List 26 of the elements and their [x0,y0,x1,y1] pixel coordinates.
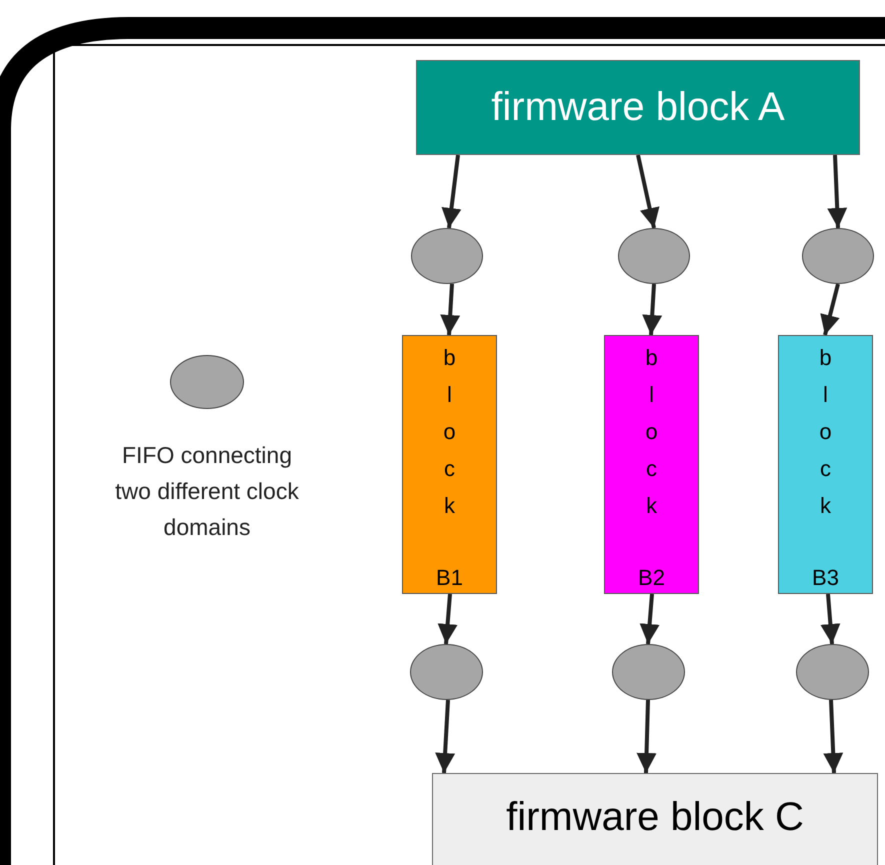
firmware-box [416,60,860,155]
block-id: B2 [637,565,666,591]
vertical-label: block [442,344,456,520]
vertical-label: block [644,344,658,520]
block-column [604,335,699,594]
arrow [827,154,848,228]
arrow [440,284,460,336]
vertical-label: block [818,344,832,520]
block-column [402,335,497,594]
arrow [823,700,844,774]
box-title: firmware block A [491,85,785,130]
arrow [435,700,456,774]
arrow [820,594,840,644]
block-column [778,335,873,594]
arrow [820,284,840,336]
arrow [438,594,458,644]
arrow [636,154,660,228]
arrow [636,700,657,774]
arrow [442,154,462,228]
legend-text: FIFO connecting two different clock domains [114,441,300,542]
block-id: B3 [811,565,840,591]
arrow [640,594,660,644]
block-id: B1 [435,565,464,591]
box-title: firmware block C [506,794,804,840]
firmware-box [432,773,878,865]
arrow [642,284,662,336]
